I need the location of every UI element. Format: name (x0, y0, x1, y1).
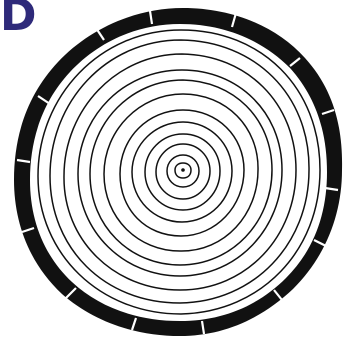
growth-ring (64, 54, 296, 290)
bark-outline (14, 8, 342, 336)
growth-ring (78, 70, 282, 276)
growth-ring (38, 30, 320, 314)
growth-rings (38, 30, 320, 314)
bark-layer (14, 8, 342, 336)
growth-ring (104, 94, 258, 251)
growth-ring (120, 110, 244, 236)
pith-center (181, 168, 185, 172)
growth-ring (132, 122, 232, 222)
